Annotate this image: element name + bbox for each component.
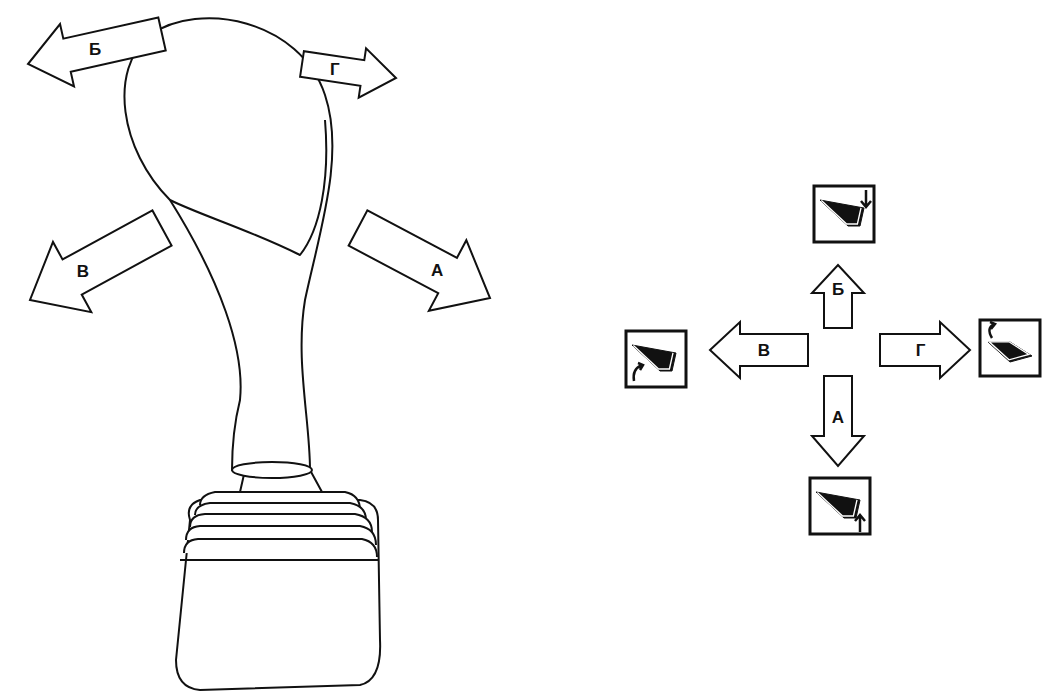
direction-letter: В — [77, 263, 89, 280]
direction-arrow — [349, 210, 490, 311]
direction-letter: А — [832, 408, 844, 425]
bucket-inner — [821, 201, 861, 224]
direction-arrow — [710, 322, 808, 378]
direction-letter: В — [758, 342, 770, 359]
bucket-icon — [626, 331, 686, 387]
boot-edge — [180, 559, 378, 561]
bucket-shape — [816, 492, 860, 518]
icon-frame — [810, 478, 870, 534]
bucket-icon — [814, 186, 874, 242]
motion-arrow — [861, 190, 871, 207]
bucket-shape — [988, 342, 1032, 362]
direction-arrow — [28, 17, 166, 86]
direction-arrow — [812, 265, 864, 328]
joystick — [124, 18, 380, 690]
bucket-shape — [820, 200, 864, 226]
direction-arrow — [300, 48, 396, 97]
direction-letter: А — [431, 262, 443, 279]
direction-arrow — [812, 376, 864, 466]
motion-arrow — [634, 363, 643, 381]
motion-arrow — [855, 515, 865, 532]
bucket-icon — [980, 320, 1040, 376]
direction-arrow — [30, 210, 172, 312]
direction-letter: Б — [89, 41, 101, 58]
direction-letter: Г — [330, 60, 340, 77]
joystick-boot — [176, 500, 380, 690]
bucket-icon — [810, 478, 870, 534]
handle-collar — [232, 462, 312, 478]
direction-arrow — [880, 322, 970, 378]
bucket-inner — [817, 493, 857, 516]
icon-frame — [626, 331, 686, 387]
motion-arrow — [989, 322, 995, 338]
direction-letter: Б — [832, 280, 844, 297]
icon-frame — [814, 186, 874, 242]
bucket-inner — [989, 342, 1029, 360]
bellows — [184, 539, 377, 557]
icon-frame — [980, 320, 1040, 376]
direction-letter: Г — [916, 342, 926, 359]
handle-face-edge — [170, 120, 326, 255]
